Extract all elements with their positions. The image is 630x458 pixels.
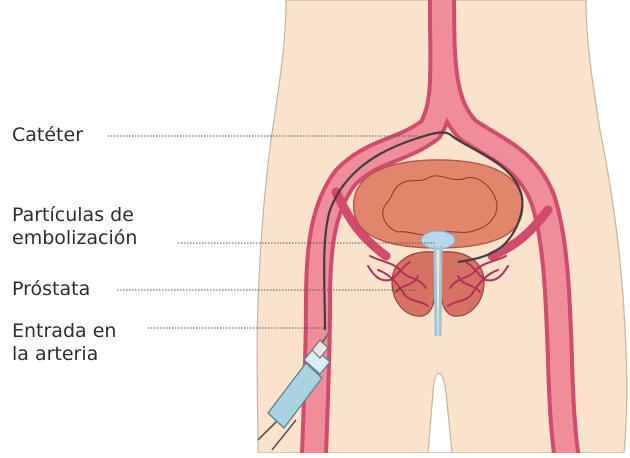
- label-particulas-line-2: embolización: [12, 227, 137, 250]
- label-entrada-line-1: Entrada en: [12, 320, 116, 343]
- label-entrada-line-2: la arteria: [12, 343, 116, 366]
- label-prostata-text: Próstata: [12, 278, 90, 301]
- label-entrada: Entrada en la arteria: [12, 320, 116, 366]
- bladder-neck: [421, 231, 455, 249]
- label-particulas-line-1: Partículas de: [12, 204, 137, 227]
- label-prostata: Próstata: [12, 278, 90, 301]
- label-particulas: Partículas de embolización: [12, 204, 137, 250]
- label-cateter-text: Catéter: [12, 124, 83, 147]
- label-cateter: Catéter: [12, 124, 83, 147]
